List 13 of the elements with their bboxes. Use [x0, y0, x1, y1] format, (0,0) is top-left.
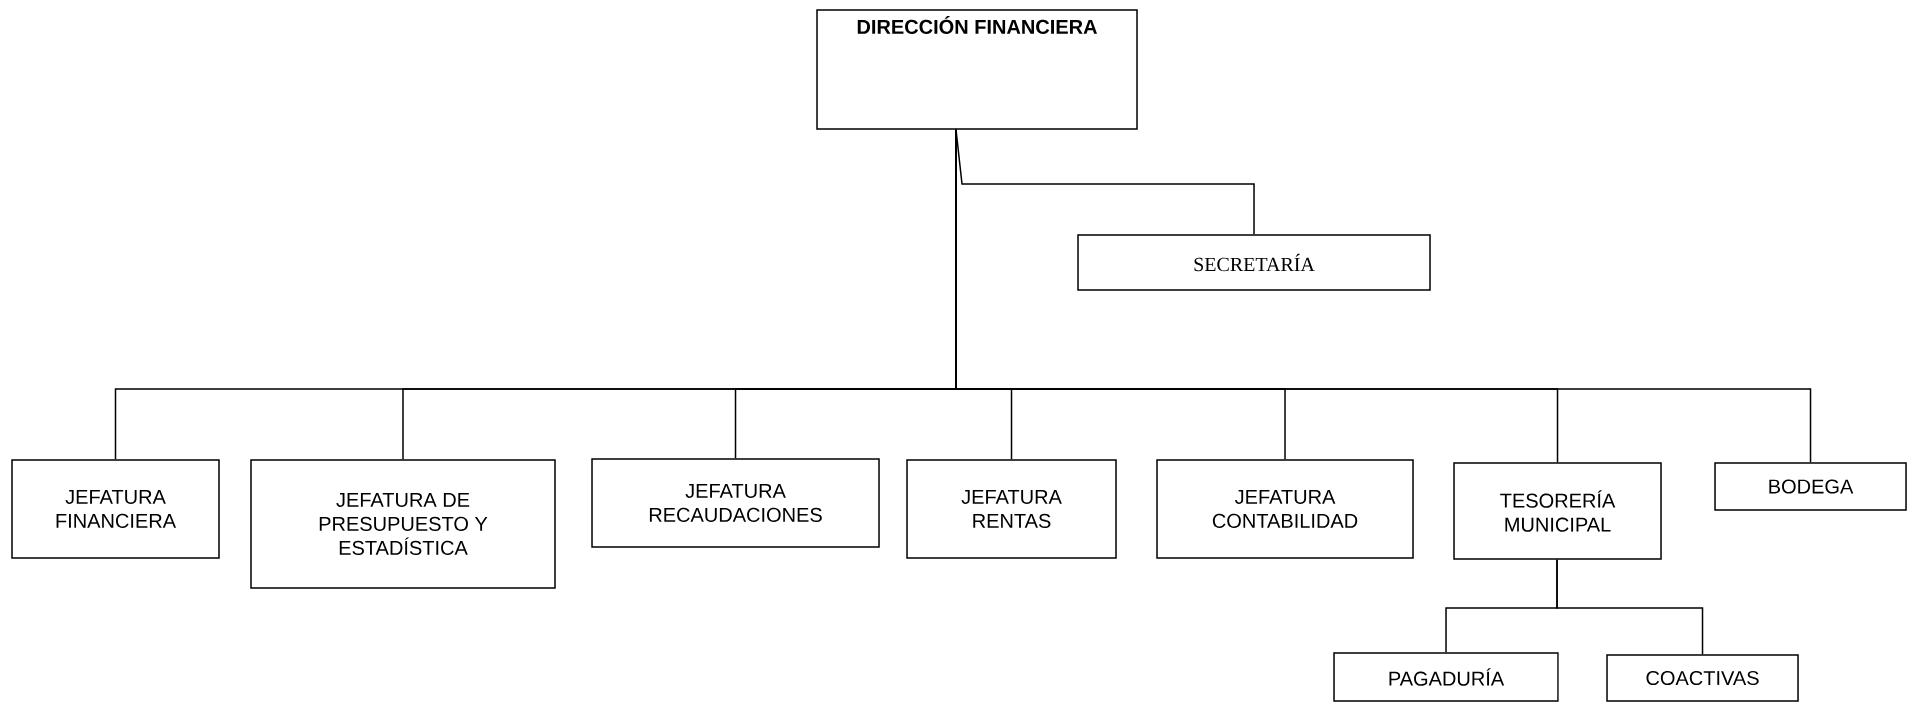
org-box: DIRECCIÓN FINANCIERA — [816, 9, 1138, 130]
org-box: TESORERÍA MUNICIPAL — [1453, 462, 1662, 560]
connector-line — [955, 129, 1812, 463]
connector-line — [1556, 559, 1704, 655]
org-box: BODEGA — [1714, 462, 1907, 511]
org-box: JEFATURA RENTAS — [906, 459, 1117, 559]
org-box: JEFATURA DE PRESUPUESTO Y ESTADÍSTICA — [250, 459, 556, 589]
org-box: COACTIVAS — [1606, 654, 1799, 702]
org-box: SECRETARÍA — [1077, 234, 1431, 291]
org-box: PAGADURÍA — [1333, 652, 1559, 702]
org-box: JEFATURA RECAUDACIONES — [591, 458, 880, 548]
org-box: JEFATURA FINANCIERA — [11, 459, 220, 559]
org-box: JEFATURA CONTABILIDAD — [1156, 459, 1414, 559]
